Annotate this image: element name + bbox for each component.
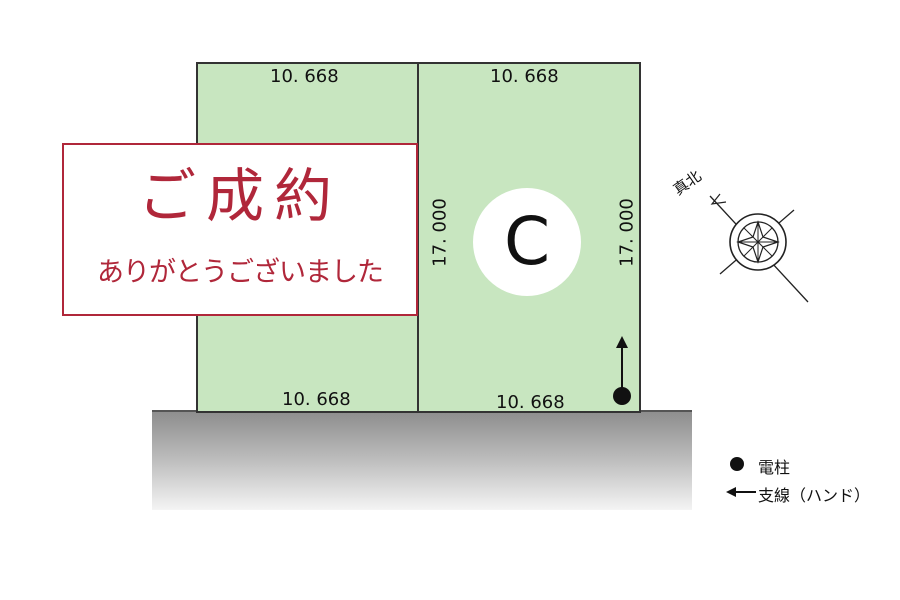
legend-guy-wire-label: 支線（ハンド）	[758, 486, 871, 505]
legend-pole-label: 電柱	[758, 458, 791, 477]
lot-left-top-width: 10. 668	[270, 66, 339, 87]
lot-c-label: C	[503, 203, 551, 280]
lot-c-bottom-width: 10. 668	[496, 392, 565, 413]
lot-c-top-width: 10. 668	[490, 66, 559, 87]
sold-banner: ご成約 ありがとうございました	[62, 143, 418, 316]
sold-banner-subtitle: ありがとうございました	[97, 257, 384, 288]
sold-banner-title: ご成約	[137, 162, 342, 230]
legend-guy-wire-arrow-icon	[726, 487, 756, 497]
legend-pole-icon	[730, 457, 744, 471]
lot-left-bottom-width: 10. 668	[282, 389, 351, 410]
pole-with-guy-wire-icon	[613, 336, 631, 405]
lot-c-left-depth: 17. 000	[429, 198, 451, 267]
lot-c-right-depth: 17. 000	[616, 198, 638, 267]
compass-rose-icon	[709, 193, 809, 303]
road	[152, 410, 692, 510]
lot-c-label-circle: C	[473, 188, 581, 296]
